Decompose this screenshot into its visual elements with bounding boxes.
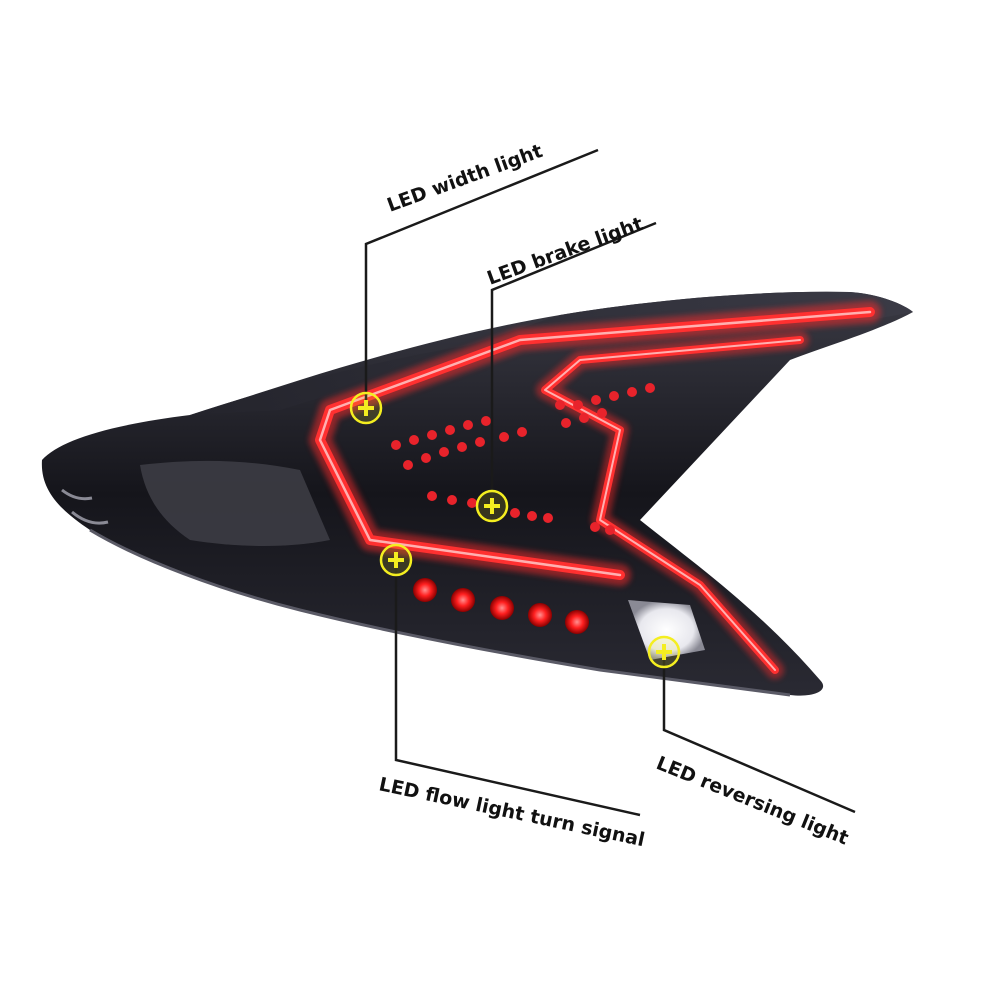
tail-light-assembly — [41, 291, 913, 697]
housing-lower-edge — [89, 528, 791, 697]
leader-brake — [490, 221, 657, 506]
plus-marker-icon — [475, 489, 509, 523]
mounting-clips — [61, 488, 109, 525]
plus-marker-icon — [379, 543, 413, 577]
label-brake-light: LED brake light — [484, 213, 646, 290]
plus-marker-icon — [349, 391, 383, 425]
red-light-guide — [309, 301, 881, 679]
brake-led-dots — [391, 383, 655, 535]
housing-body — [41, 291, 913, 696]
leader-turn — [394, 560, 641, 817]
plus-marker-icon — [647, 635, 681, 669]
reversing-lens — [628, 600, 705, 660]
leader-reverse — [662, 652, 856, 814]
callout-markers — [349, 391, 681, 669]
leader-width — [364, 148, 599, 408]
leader-lines — [364, 148, 856, 817]
turn-signal-bulbs — [413, 578, 589, 634]
smoked-lens-panel — [140, 460, 330, 546]
